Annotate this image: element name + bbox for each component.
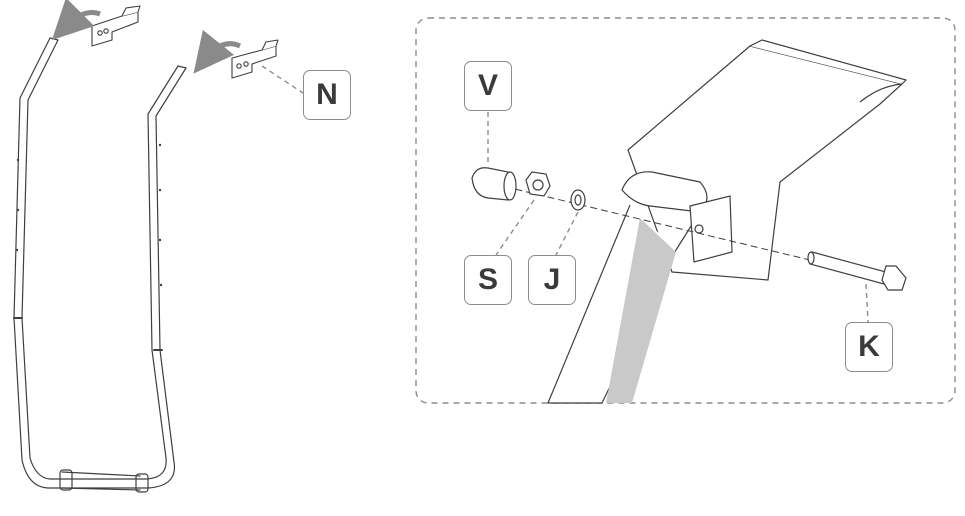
arrow-right: [193, 29, 242, 74]
callout-j: J: [528, 255, 576, 305]
bracket-right: [231, 39, 279, 79]
assembly-axis-line: [493, 183, 811, 261]
detail-bolt-hole: [689, 195, 733, 263]
callout-s: S: [464, 255, 512, 305]
part-j-washer: [570, 189, 586, 211]
part-v-cap-nut: [471, 167, 517, 201]
part-k-bolt: [807, 251, 907, 291]
callout-n: N: [303, 70, 351, 120]
detail-leader-lines: [487, 112, 869, 323]
part-s-hex-nut: [525, 171, 551, 197]
n-leader-line: [261, 65, 304, 94]
arrow-left: [51, 0, 101, 41]
left-frame-tube: [13, 37, 187, 493]
bracket-left: [91, 5, 141, 47]
detail-inset-border: [415, 17, 956, 404]
detail-frame-tube: [547, 171, 708, 404]
callout-k: K: [845, 322, 893, 372]
callout-v: V: [464, 61, 512, 111]
